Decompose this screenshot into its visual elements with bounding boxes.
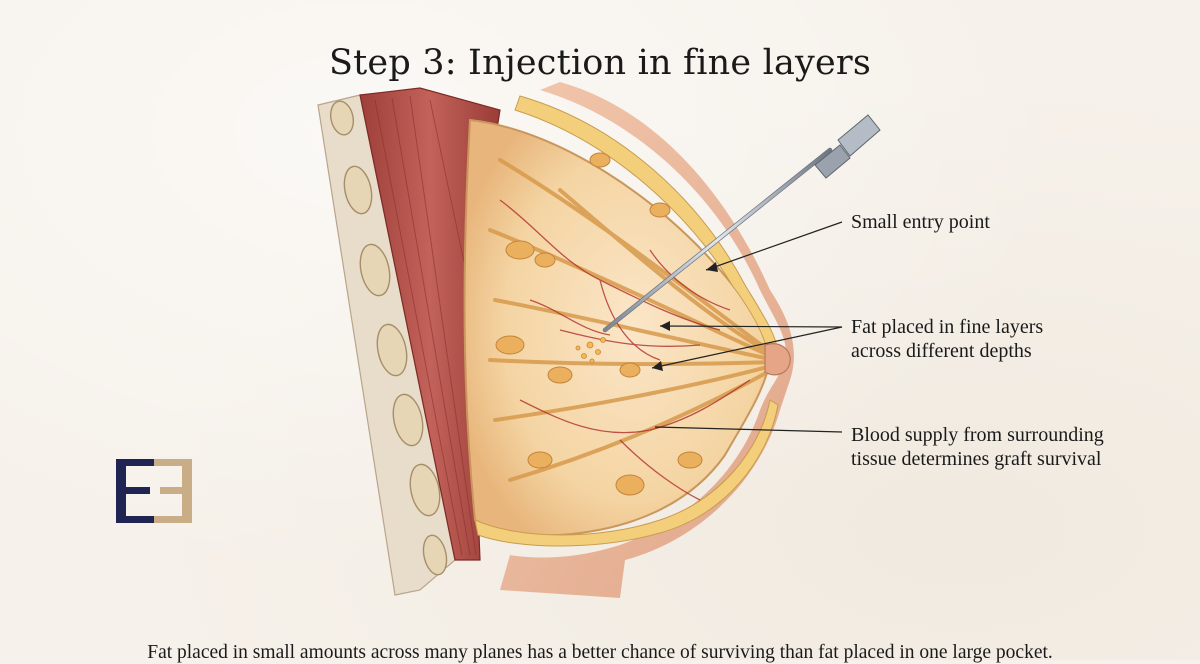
label-blood-supply: Blood supply from surrounding tissue det…: [851, 423, 1104, 471]
glandular-tissue: [463, 118, 772, 537]
page-title: Step 3: Injection in fine layers: [328, 43, 872, 84]
cannula-needle: [602, 114, 881, 333]
label-small-entry-point: Small entry point: [851, 210, 990, 234]
nipple: [764, 343, 791, 376]
label-line: Fat placed in fine layers: [851, 316, 1044, 338]
ribs: [329, 100, 448, 576]
blood-vessels: [499, 199, 751, 501]
caption: Fat placed in small amounts across many …: [147, 641, 1053, 663]
milk-ducts: [488, 158, 777, 482]
label-line: across different depths: [851, 340, 1032, 362]
leader-lines: [651, 221, 843, 433]
injected-fat-droplets: [575, 337, 606, 364]
label-line: Blood supply from surrounding: [851, 424, 1104, 446]
fat-lobules: [495, 152, 703, 496]
inframammary-fat: [474, 399, 779, 547]
label-line: tissue determines graft survival: [851, 448, 1102, 470]
label-line: Small entry point: [851, 211, 990, 233]
brand-logo-icon: [116, 459, 192, 523]
label-fat-placed-layers: Fat placed in fine layers across differe…: [851, 315, 1043, 363]
leader-arrowheads: [652, 262, 718, 371]
skin-outline: [500, 82, 794, 598]
